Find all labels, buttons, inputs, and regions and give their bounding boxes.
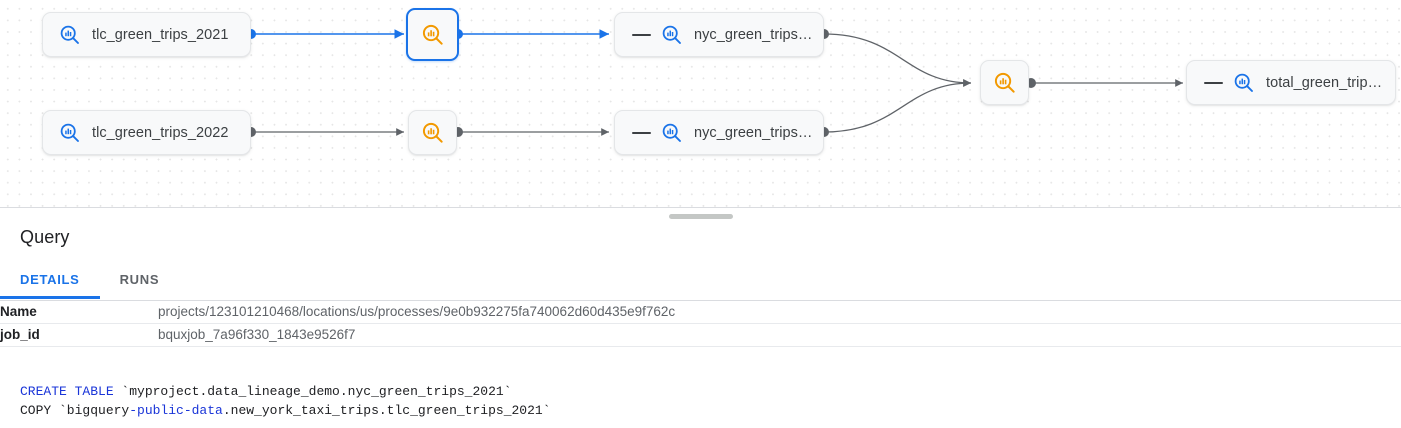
graph-node-tlc-green-trips-2021[interactable]: tlc_green_trips_2021	[42, 12, 251, 57]
table-search-icon	[58, 121, 82, 145]
sql-line2-rest: .new_york_taxi_trips.tlc_green_trips_202…	[222, 403, 551, 418]
graph-node-nyc-green-trips-2022[interactable]: nyc_green_trips…	[614, 110, 824, 155]
page-title: Query	[20, 227, 70, 247]
graph-node-label: tlc_green_trips_2022	[92, 124, 229, 141]
graph-node-nyc-green-trips-2021[interactable]: nyc_green_trips…	[614, 12, 824, 57]
table-search-icon	[1232, 71, 1256, 95]
lineage-graph-canvas[interactable]: tlc_green_trips_2021 nyc_green_tr	[0, 0, 1401, 207]
edge-nyc2022-procmerge	[823, 79, 972, 133]
tab-bar: DETAILS RUNS	[0, 265, 1401, 301]
graph-node-process-2021[interactable]	[406, 8, 459, 61]
table-row: Name projects/123101210468/locations/us/…	[0, 300, 1401, 324]
sql-code-block: CREATE TABLE `myproject.data_lineage_dem…	[0, 368, 1401, 428]
sql-line2-pre: COPY `bigquery	[20, 403, 130, 418]
tab-details[interactable]: DETAILS	[0, 265, 100, 299]
row-value-name: projects/123101210468/locations/us/proce…	[158, 300, 1401, 324]
graph-node-total-green-trips[interactable]: total_green_trip…	[1186, 60, 1396, 105]
graph-node-label: nyc_green_trips…	[694, 124, 813, 141]
process-search-icon	[992, 70, 1018, 96]
graph-node-process-2022[interactable]	[408, 110, 457, 155]
graph-node-label: tlc_green_trips_2021	[92, 26, 229, 43]
table-search-icon	[660, 121, 684, 145]
collapse-dash-icon[interactable]	[632, 131, 651, 134]
sql-line1-rest: `myproject.data_lineage_demo.nyc_green_t…	[113, 384, 512, 399]
sql-keyword-create-table: CREATE TABLE	[20, 384, 114, 399]
panel-resize-handle[interactable]	[668, 214, 733, 219]
row-value-job-id: bquxjob_7a96f330_1843e9526f7	[158, 323, 1401, 347]
graph-node-label: nyc_green_trips…	[694, 26, 813, 43]
process-search-icon	[420, 120, 446, 146]
details-panel: Query DETAILS RUNS Name projects/1231012…	[0, 207, 1401, 418]
row-key-job-id: job_id	[0, 323, 158, 347]
details-table: Name projects/123101210468/locations/us/…	[0, 300, 1401, 347]
process-search-icon	[420, 22, 446, 48]
row-key-name: Name	[0, 300, 158, 324]
collapse-dash-icon[interactable]	[1204, 81, 1223, 84]
sql-keyword-public-data: -public-data	[129, 403, 223, 418]
graph-node-tlc-green-trips-2022[interactable]: tlc_green_trips_2022	[42, 110, 251, 155]
collapse-dash-icon[interactable]	[632, 33, 651, 36]
graph-node-process-merge[interactable]	[980, 60, 1029, 105]
tab-runs[interactable]: RUNS	[119, 272, 160, 287]
graph-node-label: total_green_trip…	[1266, 74, 1383, 91]
table-search-icon	[660, 23, 684, 47]
edge-nyc2021-procmerge	[823, 33, 972, 87]
table-row: job_id bquxjob_7a96f330_1843e9526f7	[0, 323, 1401, 347]
table-search-icon	[58, 23, 82, 47]
